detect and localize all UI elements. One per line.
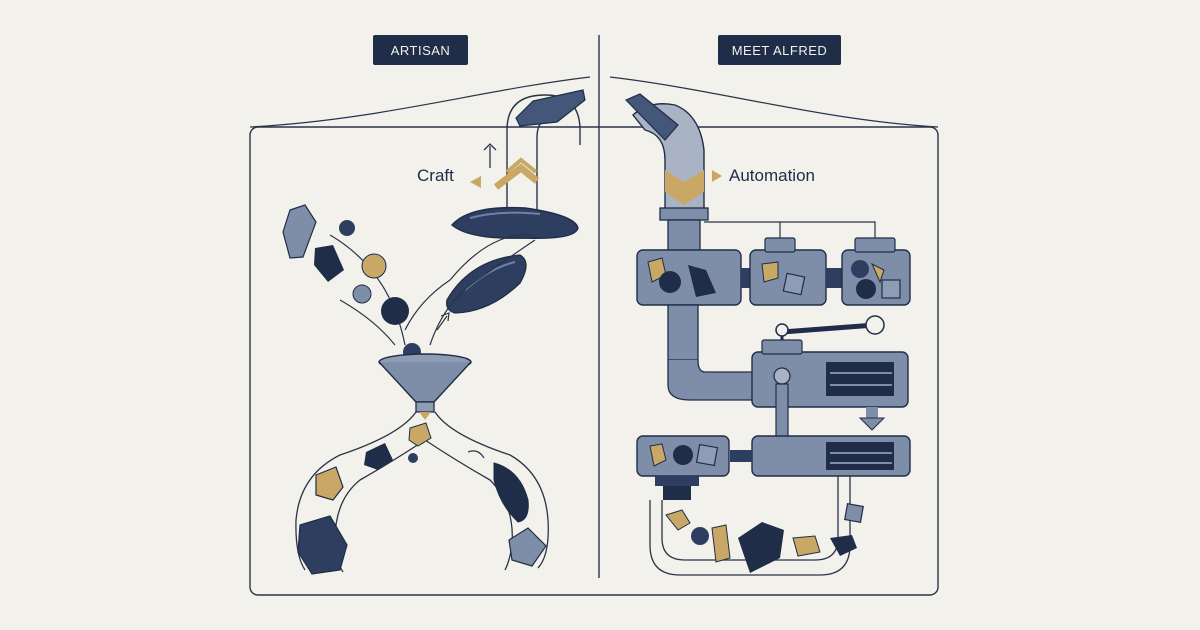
artisan-badge: ARTISAN bbox=[373, 35, 468, 65]
funnel-icon bbox=[378, 353, 472, 420]
automation-scene bbox=[624, 93, 911, 576]
top-curve-left bbox=[249, 76, 591, 128]
artisan-scene bbox=[282, 89, 586, 575]
machine-pipeline-icon bbox=[636, 237, 911, 306]
top-curve-right bbox=[609, 76, 939, 128]
meet-alfred-badge: MEET ALFRED bbox=[718, 35, 841, 65]
automation-label: Automation bbox=[729, 166, 815, 185]
craft-label: Craft bbox=[417, 166, 454, 185]
outer-frame bbox=[249, 126, 939, 596]
automation-arrow-icon bbox=[712, 170, 722, 182]
craft-arrow-icon bbox=[470, 176, 481, 188]
